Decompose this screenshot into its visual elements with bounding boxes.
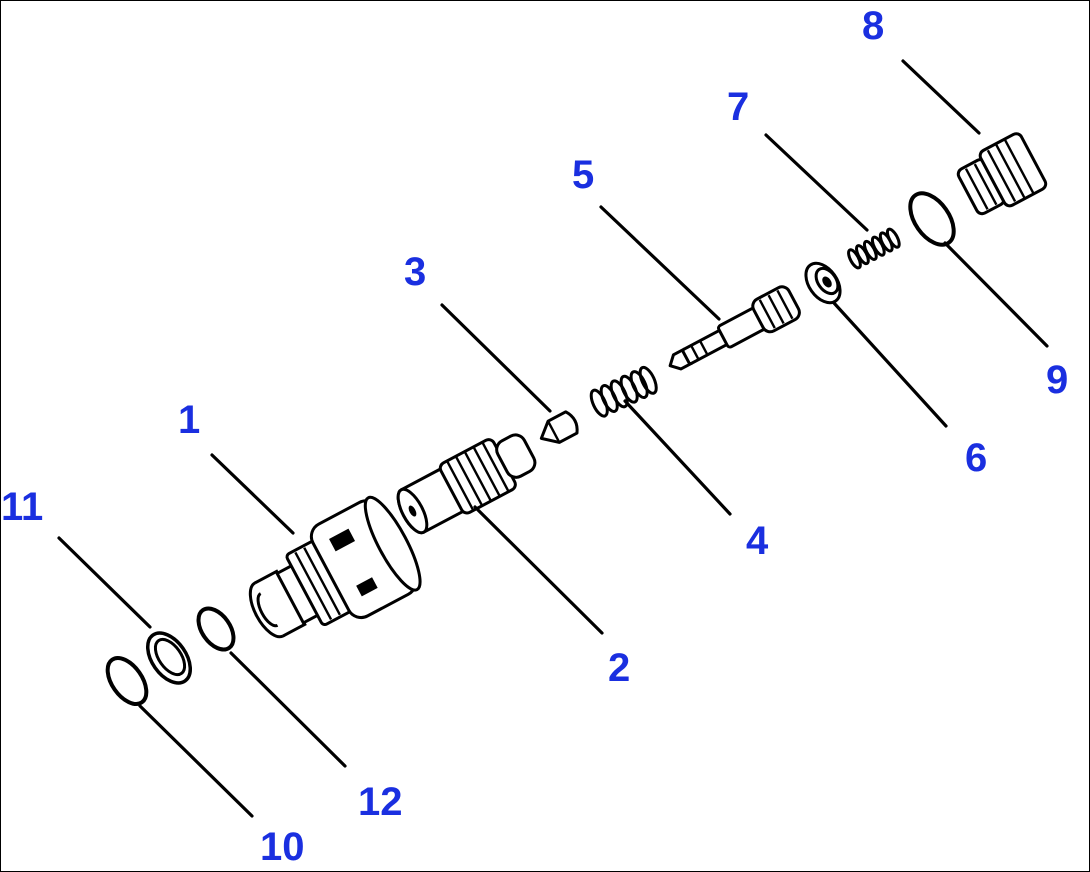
callout-8: 8 — [862, 4, 884, 48]
leader-line-8 — [901, 59, 981, 135]
leader-line-2 — [473, 505, 604, 635]
part-6-seat — [804, 261, 842, 305]
callout-9: 9 — [1046, 358, 1068, 402]
leader-line-9 — [943, 241, 1049, 348]
leader-line-1 — [210, 453, 295, 535]
leader-line-11 — [57, 536, 152, 629]
callout-1: 1 — [178, 398, 200, 442]
part-5-stem — [668, 285, 801, 371]
part-10-o-ring — [105, 656, 149, 706]
callout-2: 2 — [608, 646, 630, 690]
callout-6: 6 — [965, 436, 987, 480]
part-7-spring — [847, 227, 901, 270]
leader-line-5 — [599, 205, 721, 321]
callout-3: 3 — [404, 250, 426, 294]
leader-line-12 — [229, 651, 347, 768]
callout-5: 5 — [572, 153, 594, 197]
part-4-spring — [589, 365, 658, 418]
part-3-poppet — [539, 410, 579, 444]
leader-line-6 — [832, 301, 948, 428]
leader-line-3 — [440, 303, 552, 413]
callout-7: 7 — [727, 85, 749, 129]
leader-line-4 — [623, 399, 732, 516]
part-11-backup-ring — [145, 631, 193, 685]
leader-line-7 — [764, 133, 869, 232]
callout-10: 10 — [260, 825, 305, 869]
callout-11: 11 — [1, 485, 43, 529]
callout-12: 12 — [358, 780, 403, 824]
part-2-spool — [396, 433, 537, 535]
leader-line-10 — [138, 704, 254, 818]
part-1-valve-body — [248, 495, 422, 639]
part-9-o-ring — [908, 191, 956, 247]
part-12-o-ring — [196, 606, 236, 652]
callout-4: 4 — [746, 519, 769, 563]
part-8-plug — [956, 132, 1048, 216]
